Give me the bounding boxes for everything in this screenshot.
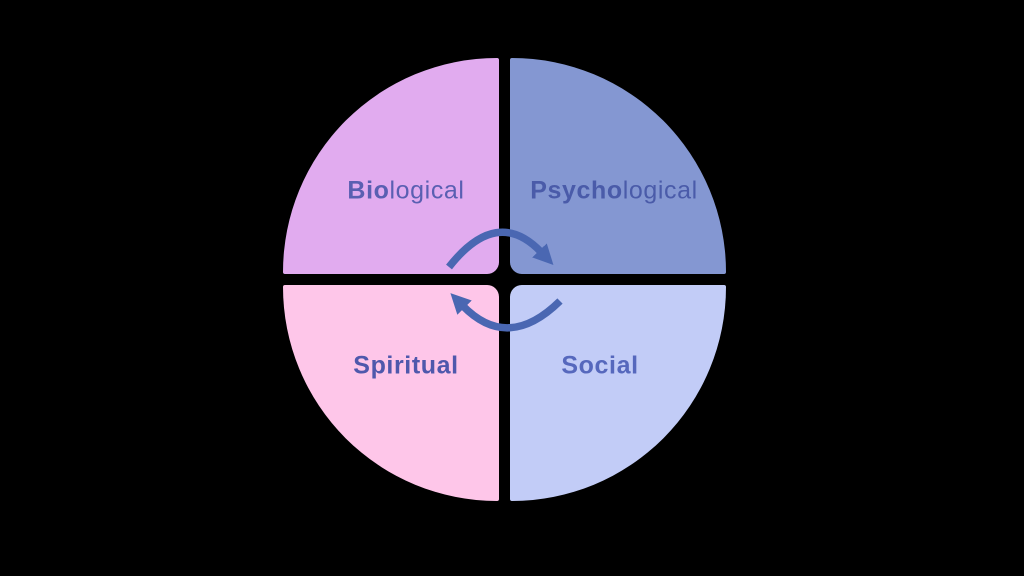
quadrant-psychological bbox=[510, 58, 726, 274]
label-psychological-bold: Psycho bbox=[530, 176, 623, 205]
label-biological-bold: Bio bbox=[347, 176, 390, 205]
label-spiritual: Spiritual bbox=[353, 352, 458, 381]
label-psychological-rest: logical bbox=[622, 176, 698, 205]
label-social: Social bbox=[561, 352, 638, 381]
label-biological-rest: logical bbox=[389, 176, 465, 205]
quadrant-social bbox=[510, 285, 726, 501]
label-psychological: Psychological bbox=[530, 177, 698, 206]
label-biological: Biological bbox=[347, 177, 464, 206]
label-social-bold: Social bbox=[561, 351, 639, 380]
quadrant-biological bbox=[283, 58, 499, 274]
label-spiritual-bold: Spiritual bbox=[353, 351, 459, 380]
cycle-diagram bbox=[283, 58, 726, 501]
quadrant-spiritual bbox=[283, 285, 499, 501]
